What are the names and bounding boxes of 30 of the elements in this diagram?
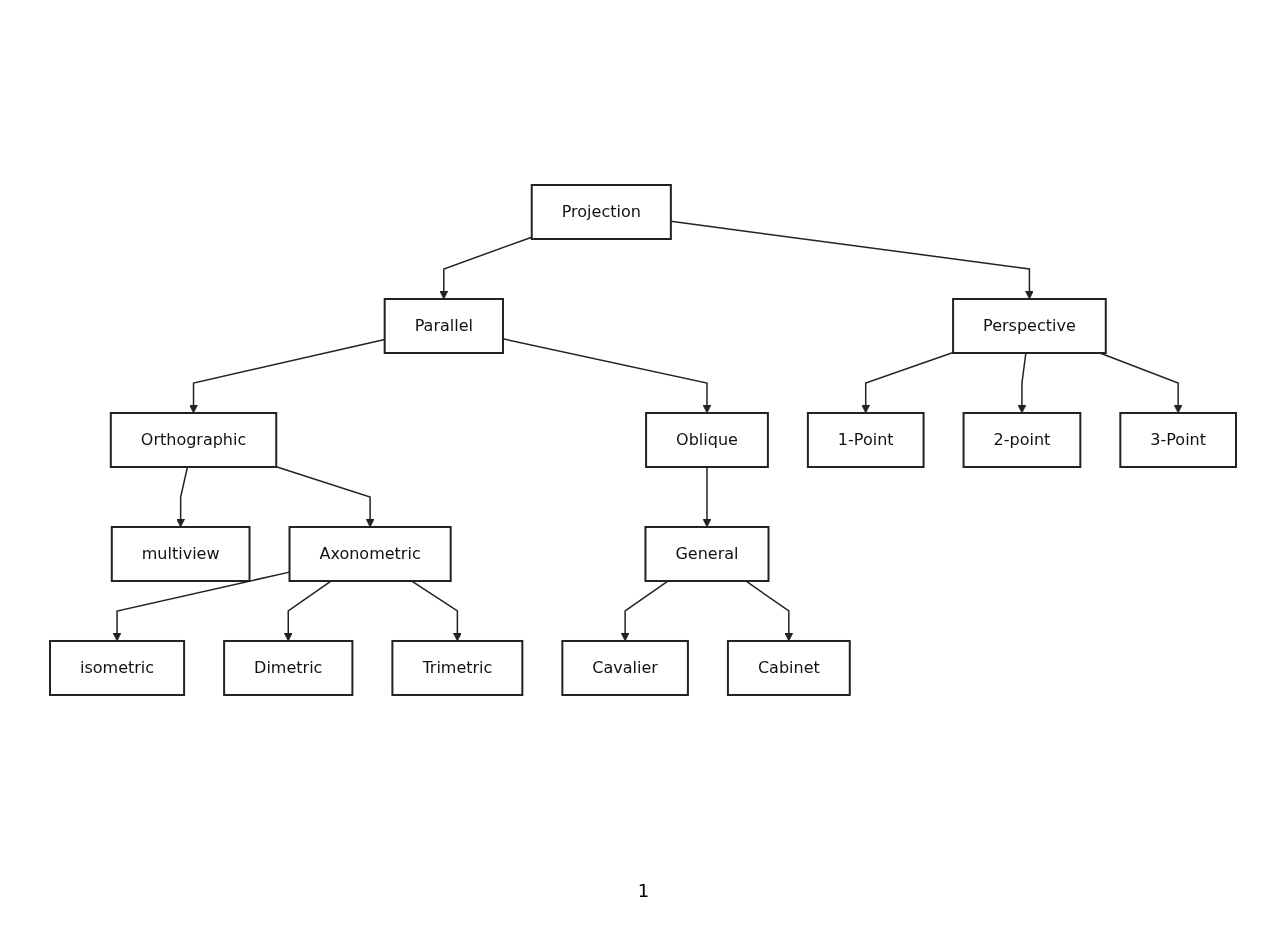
- arrow: [745, 580, 794, 642]
- arrow: [113, 571, 291, 642]
- arrow: [621, 580, 670, 642]
- node-box: Perspective: [952, 298, 1108, 354]
- node-box: isometric: [49, 640, 186, 696]
- arrow: [284, 580, 333, 642]
- node-box: 2-point: [963, 412, 1082, 468]
- arrow: [176, 466, 189, 528]
- arrow: [276, 465, 375, 528]
- arrow: [1099, 352, 1184, 414]
- arrow: [439, 236, 533, 300]
- node-box: Oblique: [645, 412, 770, 468]
- node-box: General: [644, 526, 770, 582]
- node-box: Axonometric: [289, 526, 453, 582]
- arrow: [189, 338, 386, 414]
- node-box: 3-Point: [1119, 412, 1238, 468]
- node-box: Orthographic: [110, 412, 278, 468]
- arrow: [703, 466, 712, 528]
- arrow: [861, 351, 955, 414]
- node-box: 1-Point: [807, 412, 926, 468]
- node-box: Trimetric: [391, 640, 524, 696]
- node-box: Dimetric: [223, 640, 354, 696]
- page-number: 1: [637, 880, 650, 901]
- arrow: [1018, 352, 1028, 414]
- node-box: Parallel: [384, 298, 505, 354]
- node-box: Cabinet: [727, 640, 852, 696]
- node-box: Cavalier: [561, 640, 690, 696]
- node-box: Projection: [531, 184, 673, 240]
- node-box: multiview: [111, 526, 251, 582]
- arrow: [411, 580, 463, 642]
